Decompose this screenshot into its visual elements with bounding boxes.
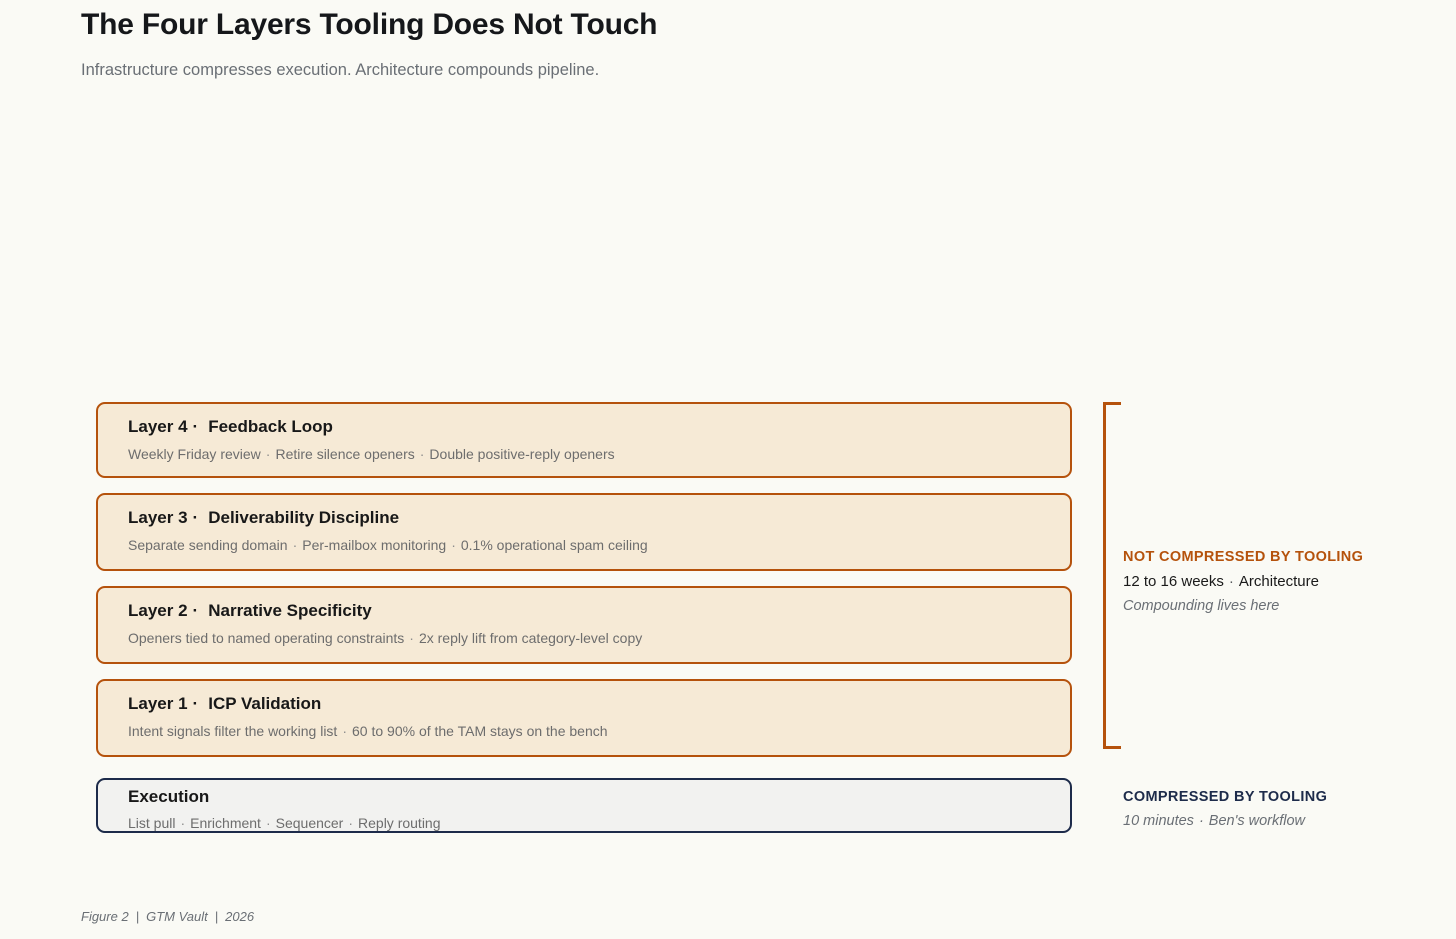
layer-card-details: Openers tied to named operating constrai…	[128, 621, 1070, 647]
execution-detail-item: Enrichment	[190, 815, 261, 832]
figure-footer: Figure 2 | GTM Vault | 2026	[81, 909, 254, 924]
figure-number: Figure 2	[81, 909, 129, 924]
architecture-meta: 12 to 16 weeks·Architecture	[1123, 568, 1453, 593]
detail-separator: ·	[451, 537, 456, 554]
detail-separator: ·	[409, 630, 414, 647]
architecture-note: Compounding lives here	[1123, 597, 1280, 614]
meta-separator: ·	[1198, 813, 1204, 830]
figure-subtitle: Infrastructure compresses execution. Arc…	[81, 61, 600, 80]
execution-card-title: Execution	[128, 787, 210, 806]
layer-card-title: Layer 1· ICP Validation	[128, 693, 1070, 714]
page-title: The Four Layers Tooling Does Not Touch	[81, 8, 658, 41]
layer-card-3: Layer 3·Deliverability Discipline Separa…	[96, 493, 1072, 571]
architecture-kicker: NOT COMPRESSED BY TOOLING	[1123, 549, 1364, 565]
layer-index: Layer 3	[128, 508, 188, 527]
layer-detail-item: 0.1% operational spam ceiling	[460, 537, 648, 554]
tooling-annotation: COMPRESSED BY TOOLING 10 minutes·Ben's w…	[1123, 787, 1453, 832]
architecture-duration: 12 to 16 weeks	[1123, 573, 1224, 591]
layer-title-separator: ·	[192, 417, 199, 436]
tooling-meta: 10 minutes·Ben's workflow	[1123, 808, 1453, 832]
layer-detail-item: Double positive-reply openers	[429, 446, 615, 463]
layer-card-title: Layer 3· Deliverability Discipline	[128, 507, 1070, 528]
detail-separator: ·	[265, 815, 271, 832]
layer-card-title: Layer 2· Narrative Specificity	[128, 600, 1070, 621]
architecture-annotation: NOT COMPRESSED BY TOOLING 12 to 16 weeks…	[1123, 547, 1453, 617]
detail-separator: ·	[342, 723, 347, 740]
figure-header: The Four Layers Tooling Does Not Touch I…	[81, 6, 1281, 82]
layer-card-details: Intent signals filter the working list· 6…	[128, 714, 1070, 740]
layer-detail-item: 60 to 90% of the TAM stays on the bench	[352, 723, 608, 740]
layer-name: Narrative Specificity	[208, 601, 372, 620]
tooling-category: Ben's workflow	[1208, 813, 1306, 830]
layer-card-1: Layer 1·ICP Validation Intent signals fi…	[96, 679, 1072, 757]
detail-separator: ·	[265, 446, 271, 463]
meta-separator: ·	[1228, 573, 1234, 591]
layer-detail-item: Openers tied to named operating constrai…	[128, 630, 405, 647]
layer-card-title: Layer 4· Feedback Loop	[128, 416, 1070, 437]
layer-index: Layer 4	[128, 417, 188, 436]
tooling-duration: 10 minutes	[1123, 813, 1194, 830]
detail-separator: ·	[292, 537, 298, 554]
layer-detail-item: Per-mailbox monitoring	[302, 537, 447, 554]
layer-name: Deliverability Discipline	[208, 508, 400, 527]
architecture-category: Architecture	[1238, 573, 1319, 591]
footer-separator: |	[214, 909, 219, 924]
layer-stack: Layer 4·Feedback Loop Weekly Friday revi…	[96, 402, 1072, 833]
figure-year: 2026	[225, 909, 255, 924]
layer-name: ICP Validation	[208, 694, 322, 713]
layer-card-2: Layer 2·Narrative Specificity Openers ti…	[96, 586, 1072, 664]
layer-card-details: Separate sending domain·Per-mailbox moni…	[128, 528, 1070, 554]
layer-card-4: Layer 4·Feedback Loop Weekly Friday revi…	[96, 402, 1072, 478]
detail-separator: ·	[180, 815, 186, 832]
layer-title-separator: ·	[192, 601, 199, 620]
figure-source: GTM Vault	[146, 909, 208, 924]
layer-detail-item: 2x reply lift from category-level copy	[418, 630, 643, 647]
detail-separator: ·	[419, 446, 425, 463]
execution-card-details: List pull·Enrichment·Sequencer·Reply rou…	[128, 807, 1070, 832]
layer-title-separator: ·	[192, 694, 199, 713]
layer-name: Feedback Loop	[208, 417, 333, 436]
layer-index: Layer 2	[128, 601, 188, 620]
footer-separator: |	[135, 909, 140, 924]
execution-detail-item: Sequencer	[275, 815, 344, 832]
execution-card: Execution List pull·Enrichment·Sequencer…	[96, 778, 1072, 833]
layer-detail-item: Separate sending domain	[128, 537, 288, 554]
tooling-kicker: COMPRESSED BY TOOLING	[1123, 789, 1328, 805]
layer-detail-item: Weekly Friday review	[128, 446, 261, 463]
layer-card-details: Weekly Friday review·Retire silence open…	[128, 437, 1070, 463]
architecture-bracket-icon	[1103, 402, 1121, 749]
execution-detail-item: List pull	[128, 815, 176, 832]
layer-title-separator: ·	[192, 508, 199, 527]
layer-detail-item: Intent signals filter the working list	[128, 723, 338, 740]
detail-separator: ·	[348, 815, 354, 832]
layer-detail-item: Retire silence openers	[275, 446, 415, 463]
execution-detail-item: Reply routing	[358, 815, 441, 832]
layer-index: Layer 1	[128, 694, 188, 713]
